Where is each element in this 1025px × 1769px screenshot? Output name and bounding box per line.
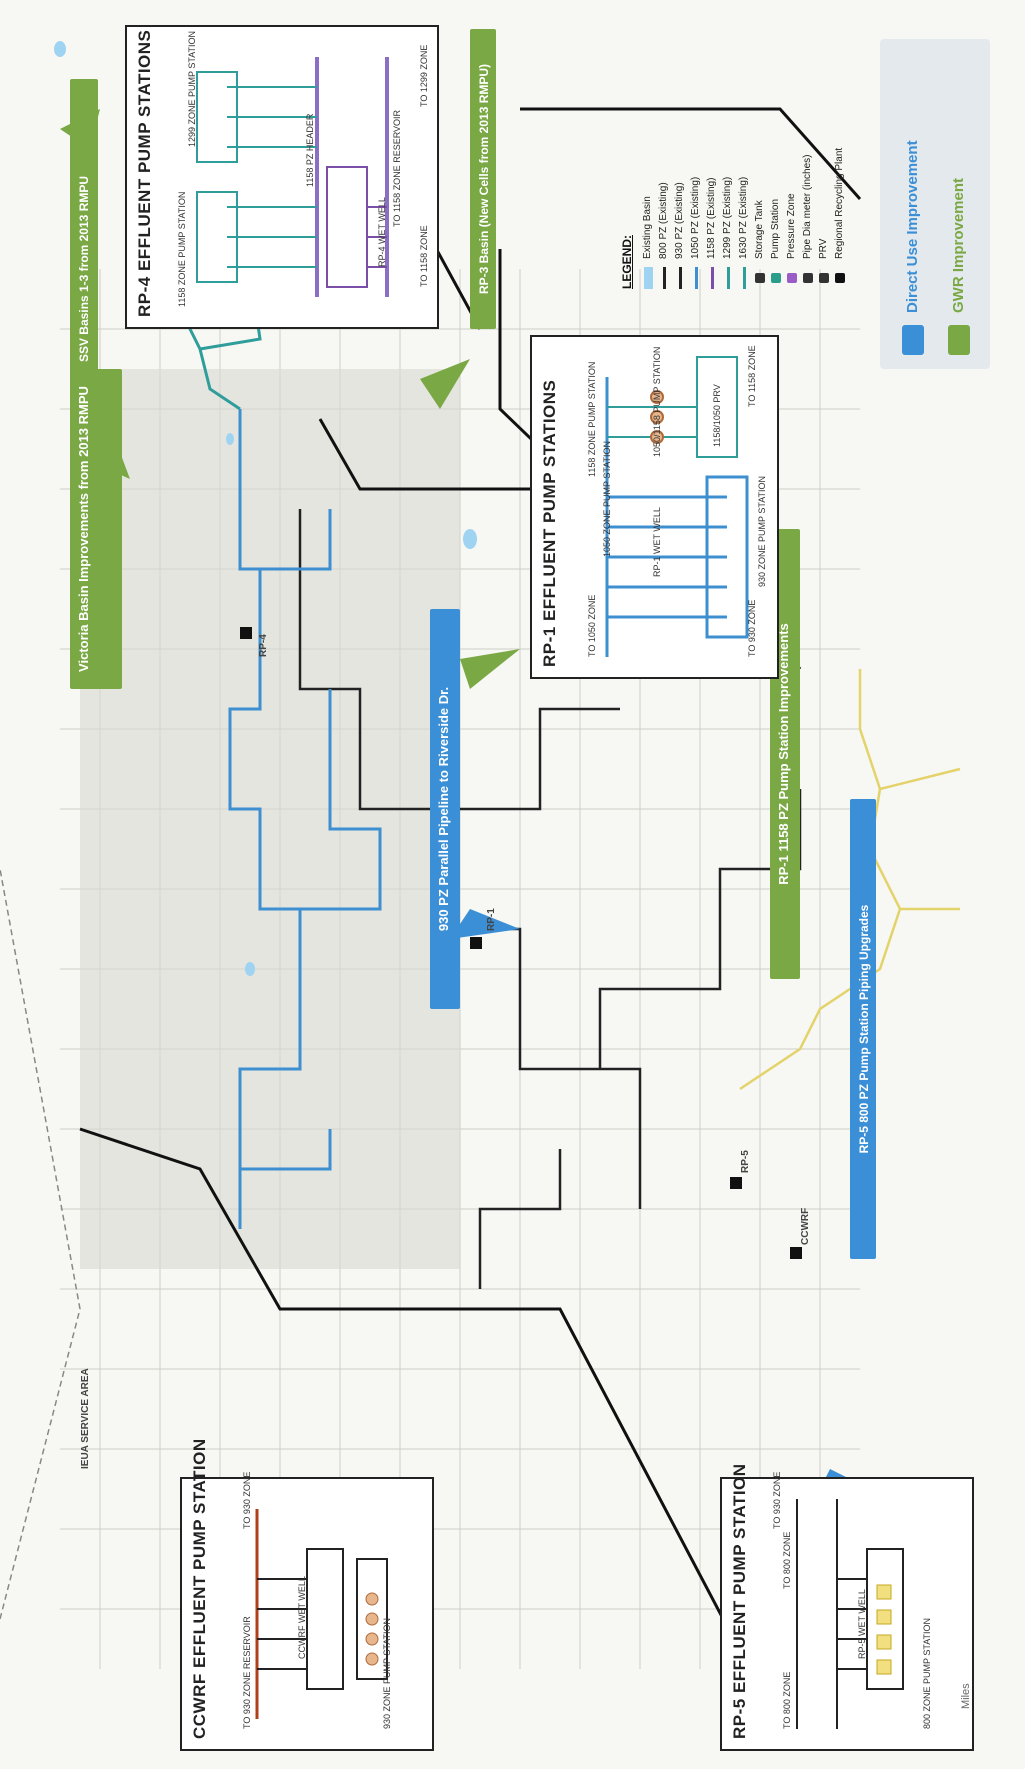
legend-item-label: 1050 PZ (Existing): [690, 176, 701, 259]
legend-item-label: PRV: [818, 238, 829, 259]
legend-title: LEGEND:: [620, 235, 634, 289]
rp1-inset-title: RP-1 EFFLUENT PUMP STATIONS: [540, 379, 559, 667]
rp5-inset: RP-5 EFFLUENT PUMP STATION TO 930 ZONE T…: [720, 1463, 974, 1751]
county-line: [0, 868, 81, 1620]
rp4-label-pump1158: 1158 ZONE PUMP STATION: [177, 191, 187, 307]
improvement-label: Direct Use Improvement: [904, 140, 921, 313]
legend-swatch: [771, 273, 781, 283]
rp1-label-pump1050: 1050/1158 PUMP STATION: [652, 346, 662, 457]
legend-item-label: 1158 PZ (Existing): [706, 177, 717, 259]
legend-swatch: [711, 267, 714, 289]
legend-item-label: Pipe Dia meter (inches): [802, 154, 813, 259]
legend: LEGEND: Existing Basin 800 PZ (Existing) 9…: [620, 29, 850, 289]
recycling-plants: [240, 627, 802, 1259]
improvement-label: GWR Improvement: [950, 177, 967, 313]
legend-swatch: [803, 273, 813, 283]
rp1-label-wetwell: RP-1 WET WELL: [652, 507, 662, 577]
rp4-inset: RP-4 EFFLUENT PUMP STATIONS TO 1299 ZONE…: [125, 25, 439, 329]
rp5-label-to930: TO 930 ZONE: [772, 1471, 782, 1529]
callout-victoria-basin: Victoria Basin Improvements from 2013 RM…: [70, 369, 122, 689]
rp4-inset-title: RP-4 EFFLUENT PUMP STATIONS: [135, 29, 154, 317]
map-label-rp5: RP-5: [740, 1150, 751, 1173]
callout-930-pipeline: 930 PZ Parallel Pipeline to Riverside Dr…: [430, 609, 460, 1009]
legend-item-label: 1299 PZ (Existing): [722, 176, 733, 259]
existing-basins: [54, 41, 477, 976]
rp5-label-pump800: 800 ZONE PUMP STATION: [922, 1617, 932, 1729]
pipeline-1050: [228, 409, 382, 1229]
ccwrf-label-res: TO 930 ZONE RESERVOIR: [242, 1616, 252, 1729]
legend-swatch: [787, 273, 797, 283]
legend-swatch: [819, 273, 829, 283]
legend-swatch: [663, 267, 666, 289]
legend-item-label: Existing Basin: [642, 196, 653, 259]
ccwrf-inset: CCWRF EFFLUENT PUMP STATION TO 930 ZONE …: [180, 1438, 434, 1751]
rp4-label-wetwell: RP-4 WET WELL: [377, 197, 387, 267]
urban-area: [80, 369, 460, 1269]
legend-swatch: [727, 267, 730, 289]
ccwrf-label-pump930: 930 ZONE PUMP STATION: [382, 1617, 392, 1729]
legend-swatch: [835, 273, 845, 283]
map-label-ccwrf: CCWRF: [800, 1207, 811, 1245]
rp1-label-zone1050: 1050 ZONE PUMP STATION: [602, 440, 612, 557]
rp4-label-to1299: TO 1299 ZONE: [419, 44, 429, 107]
improvement-key: Direct Use Improvement GWR Improvement: [880, 39, 990, 369]
ccwrf-schematic: [255, 1509, 388, 1719]
legend-swatch: [679, 267, 682, 289]
rp1-schematic: [605, 356, 749, 657]
map-label-rp1: RP-1: [486, 908, 497, 931]
legend-item-label: Pump Station: [770, 198, 781, 259]
legend-swatch: [755, 273, 765, 283]
rp1-label-to1158: TO 1158 ZONE: [747, 345, 757, 407]
improvement-swatch: [902, 325, 924, 355]
rp4-label-zone1299: 1299 ZONE PUMP STATION: [187, 30, 197, 147]
legend-swatch: [695, 267, 698, 289]
rp1-label-prv: 1158/1050 PRV: [712, 384, 722, 447]
ccwrf-inset-title: CCWRF EFFLUENT PUMP STATION: [190, 1438, 209, 1739]
rp5-inset-title: RP-5 EFFLUENT PUMP STATION: [730, 1463, 749, 1739]
rp1-label-pump1158: 1158 ZONE PUMP STATION: [587, 361, 597, 477]
rp1-inset: RP-1 EFFLUENT PUMP STATIONS TO 1050 ZONE…: [530, 335, 779, 679]
legend-item-label: 930 PZ (Existing): [674, 182, 685, 259]
rp1-label-to1050: TO 1050 ZONE: [587, 594, 597, 657]
rp1-label-to930: TO 930 ZONE: [747, 599, 757, 657]
ccwrf-label-to930: TO 930 ZONE: [242, 1471, 252, 1529]
rp5-schematic: [796, 1499, 904, 1729]
legend-swatch: [644, 267, 653, 289]
legend-item-label: Regional Recycling Plant: [834, 147, 845, 259]
rp5-label-wetwell: RP-5 WET WELL: [857, 1589, 867, 1659]
pipeline-800: [739, 669, 961, 1091]
callout-rp5-upgrades: RP-5 800 PZ Pump Station Piping Upgrades: [850, 799, 876, 1259]
rp5-label-to800a: TO 800 ZONE: [782, 1671, 792, 1729]
rp5-label-to800b: TO 800 ZONE: [782, 1531, 792, 1589]
legend-item-label: 800 PZ (Existing): [658, 182, 669, 259]
rp4-label-res: TO 1158 ZONE RESERVOIR: [392, 109, 402, 227]
map-label-rp4: RP-4: [258, 634, 269, 657]
legend-item-label: Pressure Zone: [786, 193, 797, 259]
rp4-schematic: [196, 57, 389, 297]
callout-rp3-basin: RP-3 Basin (New Cells from 2013 RMPU): [470, 29, 496, 329]
legend-item-label: Storage Tank: [754, 200, 765, 259]
rp4-label-to1158: TO 1158 ZONE: [419, 225, 429, 287]
improvement-swatch: [948, 325, 970, 355]
legend-item-label: 1630 PZ (Existing): [738, 176, 749, 259]
rp1-label-pump930: 930 ZONE PUMP STATION: [757, 475, 767, 587]
legend-swatch: [743, 267, 746, 289]
scale-label: Miles: [960, 1683, 972, 1709]
ccwrf-label-wetwell: CCWRF WET WELL: [297, 1576, 307, 1659]
rp4-label-header: 1158 PZ HEADER: [305, 113, 315, 187]
map-label-boundary: IEUA SERVICE AREA: [80, 1368, 91, 1469]
